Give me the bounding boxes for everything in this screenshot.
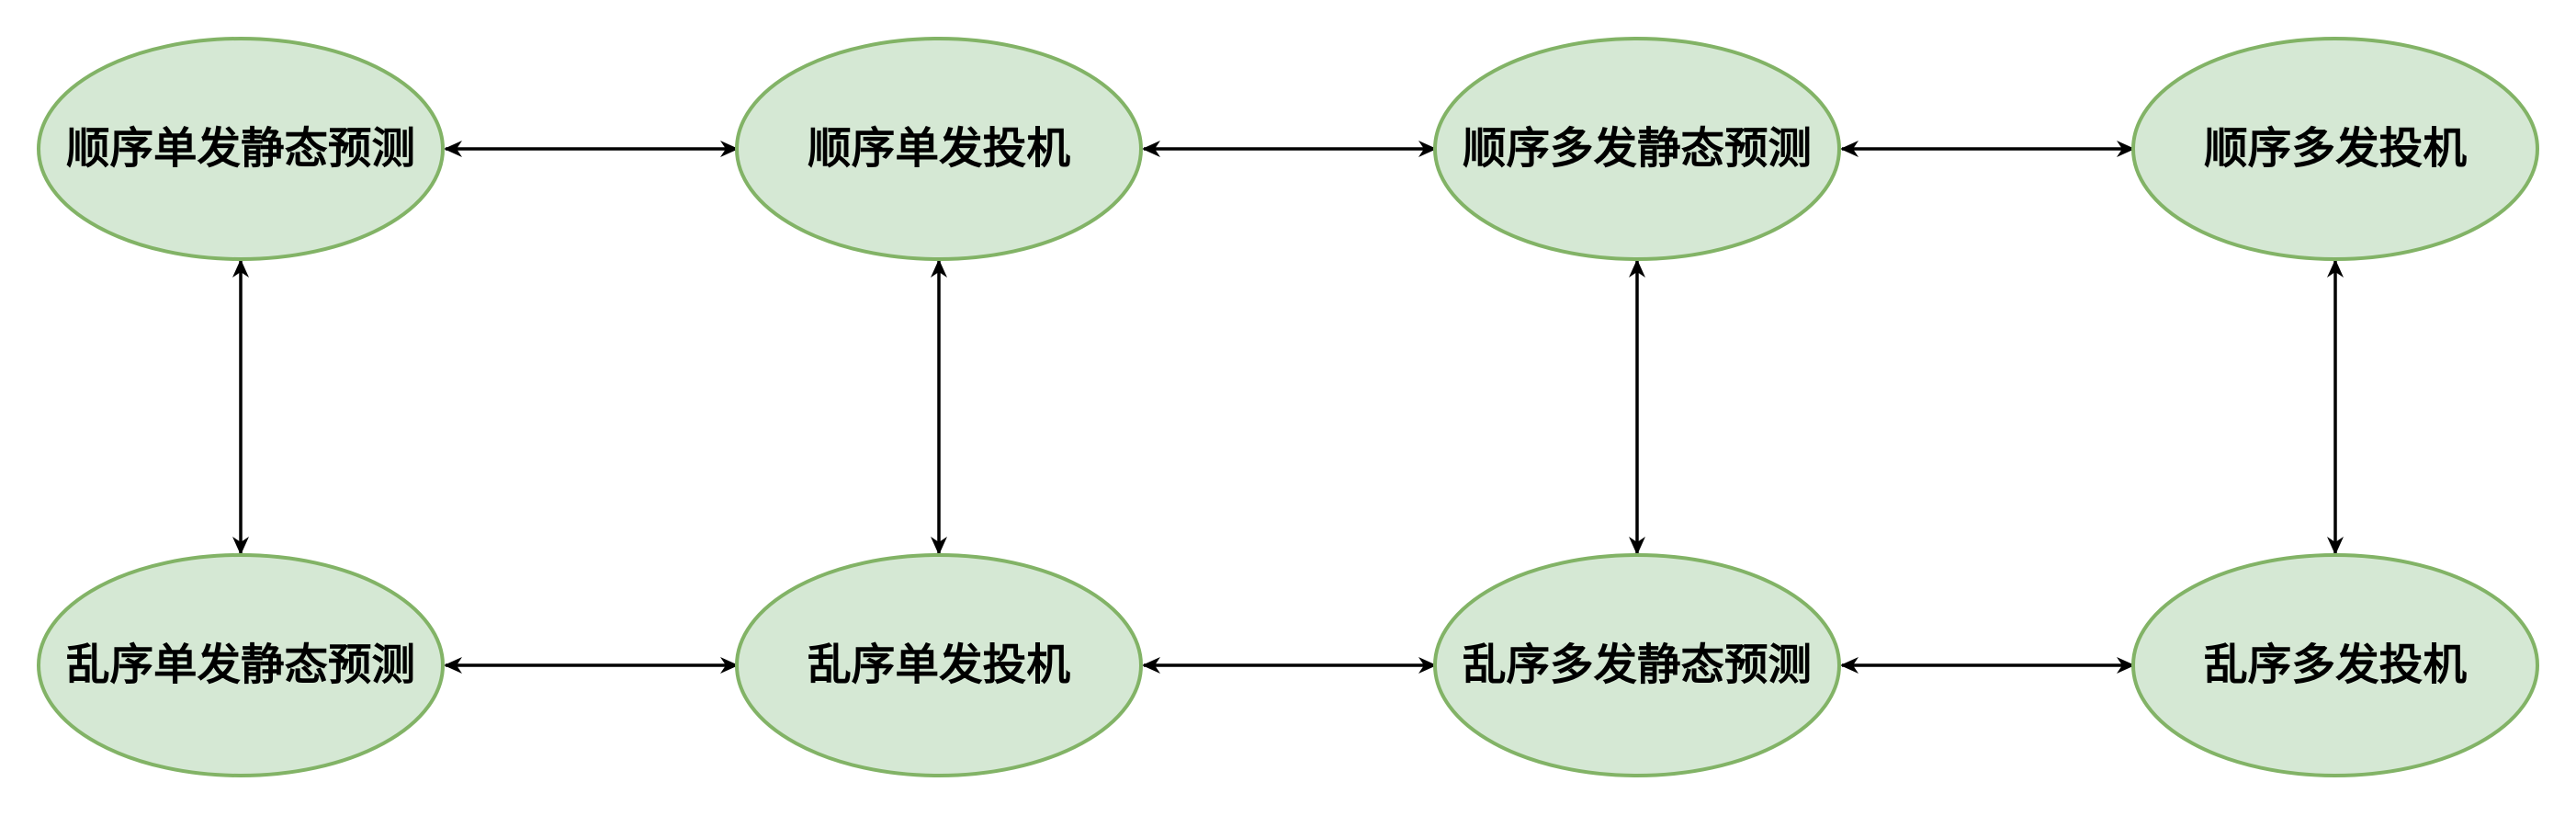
- node-label: 乱序单发投机: [808, 640, 1070, 691]
- node-label: 乱序多发静态预测: [1463, 640, 1812, 691]
- node-bottom-3[interactable]: 乱序多发静态预测: [1433, 553, 1841, 777]
- node-label: 顺序多发投机: [2204, 124, 2467, 175]
- node-label: 顺序单发静态预测: [66, 124, 415, 175]
- node-label: 顺序单发投机: [808, 124, 1070, 175]
- node-bottom-1[interactable]: 乱序单发静态预测: [37, 553, 445, 777]
- node-bottom-2[interactable]: 乱序单发投机: [735, 553, 1143, 777]
- node-bottom-4[interactable]: 乱序多发投机: [2131, 553, 2539, 777]
- node-top-4[interactable]: 顺序多发投机: [2131, 37, 2539, 261]
- node-top-1[interactable]: 顺序单发静态预测: [37, 37, 445, 261]
- node-top-3[interactable]: 顺序多发静态预测: [1433, 37, 1841, 261]
- node-label: 顺序多发静态预测: [1463, 124, 1812, 175]
- node-top-2[interactable]: 顺序单发投机: [735, 37, 1143, 261]
- node-label: 乱序单发静态预测: [66, 640, 415, 691]
- node-label: 乱序多发投机: [2204, 640, 2467, 691]
